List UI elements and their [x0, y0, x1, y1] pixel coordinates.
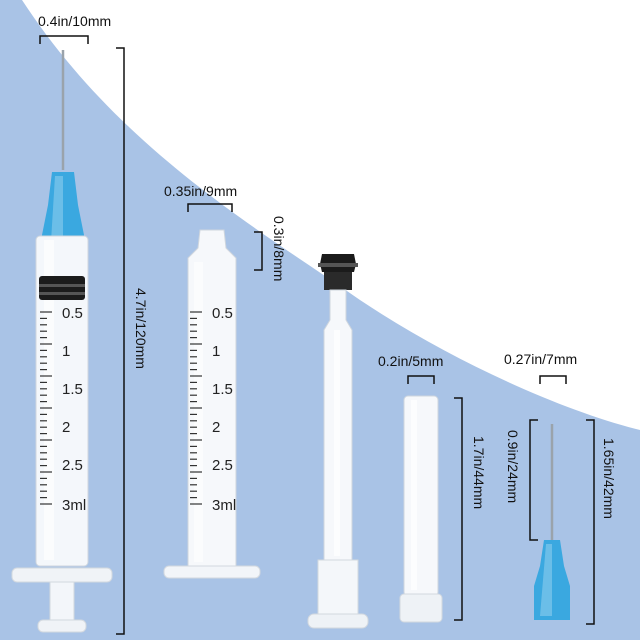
scale-label: 1 [62, 343, 70, 360]
plunger-stopper [39, 276, 85, 300]
barrel-flange [11, 567, 113, 583]
dimension-cap-length: 1.7in/44mm [471, 436, 487, 509]
scale-label: 0.5 [62, 305, 83, 322]
plunger-thumb-rest [37, 619, 87, 633]
barrel-graduations [40, 311, 52, 505]
scale-label: 2.5 [212, 457, 233, 474]
scale-label: 2 [62, 419, 70, 436]
plunger-thumb-rest [307, 613, 369, 629]
needle-assembly [534, 424, 570, 620]
plunger [307, 254, 369, 629]
scale-label: 2.5 [62, 457, 83, 474]
scale-label: 0.5 [212, 305, 233, 322]
dimension-barrel-width: 0.35in/9mm [164, 183, 237, 199]
needle-cap [399, 395, 443, 623]
scale-label: 3ml [212, 497, 236, 514]
dimension-cap-width: 0.2in/5mm [378, 353, 443, 369]
scale-label: 2 [212, 419, 220, 436]
syringe-barrel-only: 0.5 1 1.5 2 2.5 3ml [163, 229, 261, 579]
dimension-needle-total: 1.65in/42mm [601, 438, 617, 519]
dimension-needle-shaft: 0.9in/24mm [505, 430, 521, 503]
scale-label: 1.5 [212, 381, 233, 398]
dimension-syringe-length: 4.7in/120mm [133, 288, 149, 369]
barrel-graduations [190, 311, 202, 505]
scale-label: 1.5 [62, 381, 83, 398]
dimension-needle-hub-small: 0.27in/7mm [504, 351, 577, 367]
dimension-needle-hub-width: 0.4in/10mm [38, 13, 111, 29]
needle-hub [534, 540, 570, 620]
scale-label: 3ml [62, 497, 86, 514]
barrel-flange [163, 565, 261, 579]
dimension-barrel-tip: 0.3in/8mm [271, 216, 287, 281]
scale-label: 1 [212, 343, 220, 360]
assembled-syringe: 0.5 1 1.5 2 2.5 3ml [11, 50, 113, 633]
